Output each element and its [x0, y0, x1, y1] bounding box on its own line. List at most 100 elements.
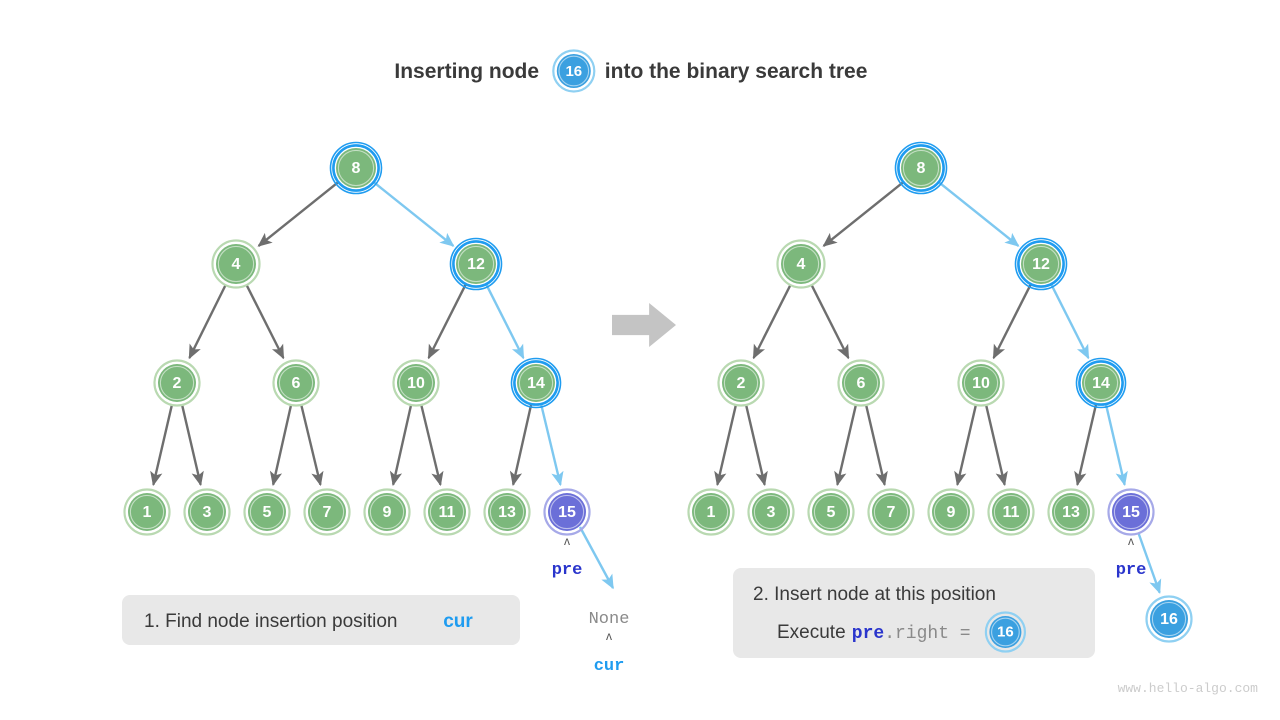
node-circle	[308, 493, 346, 531]
node-value-label: 4	[797, 256, 806, 273]
tree-node-5: 5	[807, 488, 855, 536]
node-circle	[842, 364, 880, 402]
node-circle	[428, 493, 466, 531]
caption-line2-mid: .right =	[884, 624, 970, 644]
node-inner-ring	[129, 494, 165, 530]
node-highlight-ring	[1078, 360, 1124, 406]
node-inner-ring	[549, 494, 585, 530]
tree-node-6: 6	[272, 359, 320, 407]
tree-node-8: 8	[329, 141, 383, 195]
edges-after	[714, 181, 1162, 594]
node-value-label: 12	[467, 256, 485, 273]
node-inner-ring	[993, 494, 1029, 530]
node-circle	[368, 493, 406, 531]
node-value-label: 2	[737, 375, 746, 392]
node-outer-ring	[423, 488, 471, 536]
tree-edge-4-2	[752, 283, 792, 360]
separator-group	[612, 303, 676, 347]
node-circle	[548, 493, 586, 531]
node-circle	[1112, 493, 1150, 531]
tree-edge-12-14	[485, 283, 525, 360]
tree-edge-4-2	[188, 284, 227, 360]
node-value-label: 4	[232, 256, 241, 273]
node-circle	[128, 493, 166, 531]
tree-node-4: 4	[776, 239, 826, 289]
node-circle	[488, 493, 526, 531]
node-value-label: 13	[498, 504, 516, 521]
node-value-label: 16	[1160, 611, 1178, 628]
node-value-label: 8	[352, 160, 361, 177]
caption-node-value: 16	[997, 624, 1014, 641]
node-circle	[692, 493, 730, 531]
node-outer-ring	[987, 488, 1035, 536]
node-outer-ring	[927, 488, 975, 536]
node-inner-ring	[309, 494, 345, 530]
node-inner-ring	[457, 245, 495, 283]
watermark-text: www.hello-algo.com	[1118, 681, 1259, 696]
node-inner-ring	[398, 365, 434, 401]
node-inner-ring	[933, 494, 969, 530]
node-circle	[397, 364, 435, 402]
node-outer-ring	[837, 359, 885, 407]
pointer-caret: ʌ	[564, 534, 570, 548]
node-outer-ring	[747, 488, 795, 536]
node-inner-ring	[902, 149, 940, 187]
title-node-circle	[556, 54, 591, 88]
node-inner-ring	[249, 494, 285, 530]
tree-edge-12-14	[1050, 283, 1090, 360]
node-outer-ring	[153, 359, 201, 407]
node-outer-ring	[329, 141, 383, 195]
node-outer-ring	[243, 488, 291, 536]
caption-line1: 2. Insert node at this position	[753, 584, 996, 605]
node-circle	[992, 493, 1030, 531]
node-circle	[872, 493, 910, 531]
tree-edge-2-3	[744, 404, 768, 487]
title-prefix: Inserting node	[394, 60, 539, 83]
node-outer-ring	[449, 237, 503, 291]
node-inner-ring	[278, 365, 314, 401]
node-value-label: 8	[917, 160, 926, 177]
tree-edge-6-5	[834, 404, 858, 487]
title-suffix: into the binary search tree	[605, 60, 868, 83]
node-value-label: 11	[1003, 504, 1020, 521]
node-inner-ring	[369, 494, 405, 530]
tree-node-12: 12	[1014, 237, 1068, 291]
tree-edge-2-3	[180, 404, 204, 487]
tree-edge-8-4	[257, 181, 339, 247]
tree-node-9: 9	[363, 488, 411, 536]
node-outer-ring	[1014, 237, 1068, 291]
title-node-value: 16	[565, 63, 582, 80]
node-outer-ring	[211, 239, 261, 289]
tree-edge-6-5	[269, 404, 293, 487]
node-value-label: 9	[383, 504, 392, 521]
tree-edge-10-11	[984, 404, 1008, 487]
node-value-label: 12	[1032, 256, 1050, 273]
tree-node-10: 10	[392, 359, 440, 407]
tree-edge-10-9	[389, 404, 413, 487]
node-outer-ring	[363, 488, 411, 536]
node-inner-ring	[518, 365, 554, 401]
node-circle	[158, 364, 196, 402]
node-circle	[517, 364, 555, 402]
node-circle	[1021, 244, 1061, 284]
tree-edge-12-10	[992, 283, 1032, 360]
node-circle	[456, 244, 496, 284]
node-inner-ring	[159, 365, 195, 401]
node-value-label: 15	[558, 504, 576, 521]
node-circle	[1082, 364, 1120, 402]
node-circle	[812, 493, 850, 531]
node-value-label: 11	[439, 504, 456, 521]
tree-edge-15-16	[1137, 532, 1162, 594]
tree-node-15: 15	[543, 488, 591, 536]
node-highlight-ring	[897, 144, 945, 192]
node-circle	[336, 148, 376, 188]
node-outer-ring	[272, 359, 320, 407]
node-value-label: 3	[203, 504, 212, 521]
tree-node-5: 5	[243, 488, 291, 536]
node-outer-ring	[1145, 595, 1193, 643]
title-node-inner-ring	[558, 55, 590, 87]
node-highlight-ring	[1017, 240, 1065, 288]
pointer-caret: ʌ	[1128, 534, 1134, 548]
